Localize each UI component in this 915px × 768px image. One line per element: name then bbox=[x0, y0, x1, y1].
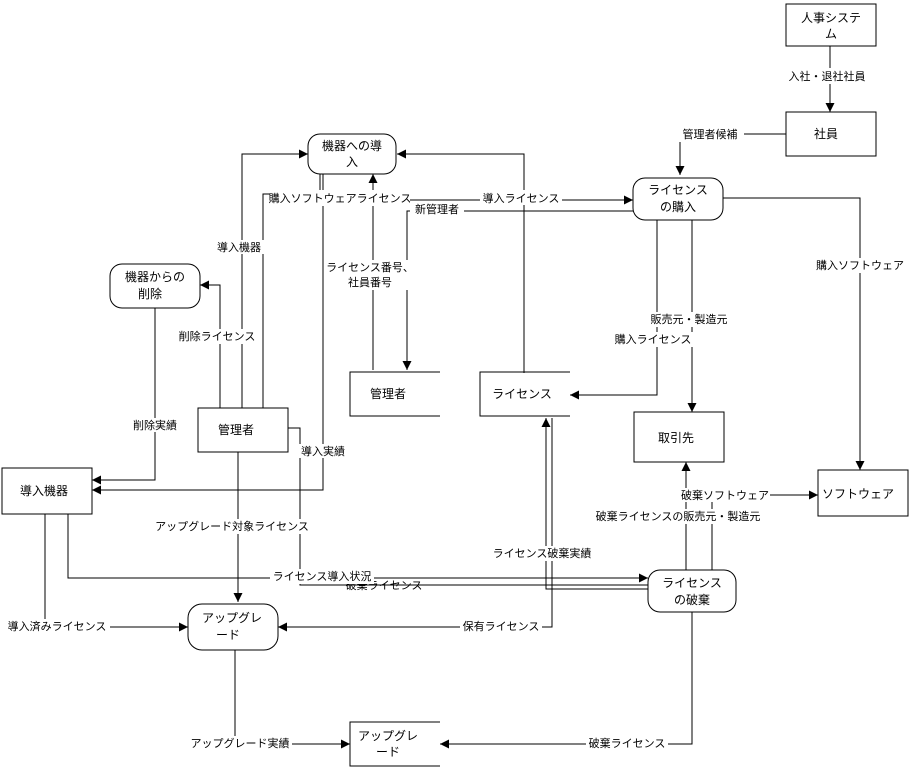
administrator-store-box bbox=[349, 371, 440, 417]
flow-label-installed-licenses: 導入済みライセンス bbox=[8, 619, 107, 633]
hr-system-label-2: ム bbox=[825, 27, 837, 41]
upgrade-store-box bbox=[349, 721, 440, 767]
flow-label-removed-license: 削除ライセンス bbox=[179, 329, 256, 343]
flow-label-upgrade-record: アップグレード実績 bbox=[191, 736, 290, 750]
flow-lines bbox=[44, 46, 865, 749]
employee-label: 社員 bbox=[814, 126, 838, 141]
remove-device-process bbox=[109, 263, 201, 309]
nodes: 人事システ ム 社員 取引先 ソフトウェア 導入機器 管理者 管理者 ライセンス… bbox=[1, 3, 909, 767]
purchase-license-label-1: ライセンス bbox=[648, 183, 708, 197]
upgrade-store-fill bbox=[351, 723, 440, 765]
upgrade-store-label-2: ード bbox=[376, 745, 400, 759]
administrator-store-fill bbox=[351, 373, 440, 415]
administrator-store-label: 管理者 bbox=[370, 386, 406, 401]
installed-devices-label: 導入機器 bbox=[20, 483, 68, 498]
flow-label-installed-device: 導入機器 bbox=[217, 240, 261, 254]
software-box bbox=[817, 469, 909, 517]
flow-upgrade-record-line bbox=[234, 650, 350, 749]
flow-label-purchased-sw-license: 購入ソフトウェアライセンス bbox=[269, 191, 412, 205]
install-device-label-1: 機器への導 bbox=[322, 138, 382, 153]
hr-system-label-1: 人事システ bbox=[801, 11, 861, 25]
upgrade-store-label-1: アップグレ bbox=[358, 729, 418, 743]
flow-new-manager-line bbox=[402, 210, 633, 370]
license-store-box bbox=[479, 371, 570, 417]
flow-label-install-record: 導入実績 bbox=[301, 444, 345, 458]
flow-label-disposed-software: 破棄ソフトウェア bbox=[681, 488, 769, 502]
flow-install-record-line bbox=[92, 174, 324, 495]
flow-label-purchased-license: 購入ライセンス bbox=[615, 332, 692, 346]
flow-label-new-manager: 新管理者 bbox=[415, 202, 459, 216]
flow-label-install-status: ライセンス導入状況 bbox=[273, 569, 372, 583]
upgrade-process-label-2: ード bbox=[216, 628, 240, 642]
flow-label-disposed-vendor-maker: 破棄ライセンスの販売元・製造元 bbox=[596, 509, 761, 523]
flow-label-install-license: 導入ライセンス bbox=[483, 191, 560, 205]
flow-install-license-return-line bbox=[397, 149, 525, 390]
flow-label-disposal-record: ライセンス破棄実績 bbox=[493, 546, 592, 560]
flow-installed-device-line bbox=[241, 149, 308, 408]
flow-purchased-sw-license-line bbox=[262, 174, 321, 408]
flow-label-purchased-software: 購入ソフトウェア bbox=[816, 258, 904, 272]
dispose-license-process bbox=[647, 569, 737, 613]
license-store-fill bbox=[481, 373, 570, 415]
purchase-license-label-2: の購入 bbox=[660, 200, 696, 214]
flow-label-license-employee-no-1: ライセンス番号、 bbox=[326, 261, 414, 274]
flow-removed-license-line bbox=[200, 280, 221, 408]
flow-label-held-license: 保有ライセンス bbox=[463, 619, 540, 633]
flow-held-license-line bbox=[278, 418, 553, 632]
flow-purchased-software-line bbox=[722, 197, 865, 470]
flow-label-hire-retire: 入社・退社社員 bbox=[789, 69, 866, 83]
software-label: ソフトウェア bbox=[822, 487, 894, 501]
flow-removal-record-line bbox=[92, 306, 156, 485]
flow-label-upgrade-target: アップグレード対象ライセンス bbox=[155, 519, 309, 533]
purchase-license-process bbox=[632, 177, 724, 221]
remove-device-label-2: 削除 bbox=[138, 286, 162, 301]
flow-disposed-software-line bbox=[711, 490, 818, 570]
manager-entity-box bbox=[197, 407, 289, 453]
flow-disposed-license-hidden-line bbox=[287, 427, 648, 586]
flow-label-license-employee-no-2: 社員番号 bbox=[348, 275, 392, 289]
install-device-label-2: 入 bbox=[346, 155, 358, 169]
dispose-license-label-2: の破棄 bbox=[674, 592, 710, 607]
dispose-license-label-1: ライセンス bbox=[662, 576, 722, 590]
flow-purchased-license-line bbox=[570, 220, 658, 400]
flow-label-vendor-maker: 販売元・製造元 bbox=[651, 312, 728, 326]
remove-device-label-1: 機器からの bbox=[125, 269, 185, 284]
vendor-label: 取引先 bbox=[658, 431, 694, 445]
install-device-process bbox=[307, 133, 397, 175]
upgrade-process bbox=[187, 603, 279, 651]
hr-system-box bbox=[785, 3, 877, 47]
flow-labels: 入社・退社社員 管理者候補 購入ソフトウェアライセンス 導入ライセンス 新管理者… bbox=[4, 68, 906, 751]
employee-box bbox=[785, 111, 877, 157]
flow-install-status-line bbox=[67, 514, 648, 583]
flow-disposal-record-line bbox=[541, 418, 648, 590]
flow-label-manager-candidate: 管理者候補 bbox=[683, 127, 738, 141]
upgrade-process-label-1: アップグレ bbox=[202, 611, 262, 625]
license-store-label: ライセンス bbox=[492, 387, 552, 401]
manager-entity-label: 管理者 bbox=[218, 422, 254, 437]
flow-label-disposed-license: 破棄ライセンス bbox=[589, 736, 666, 750]
vendor-box bbox=[633, 411, 725, 463]
flow-disposed-license-line bbox=[440, 612, 693, 749]
flow-label-removal-record: 削除実績 bbox=[133, 418, 177, 432]
installed-devices-box bbox=[1, 467, 93, 515]
